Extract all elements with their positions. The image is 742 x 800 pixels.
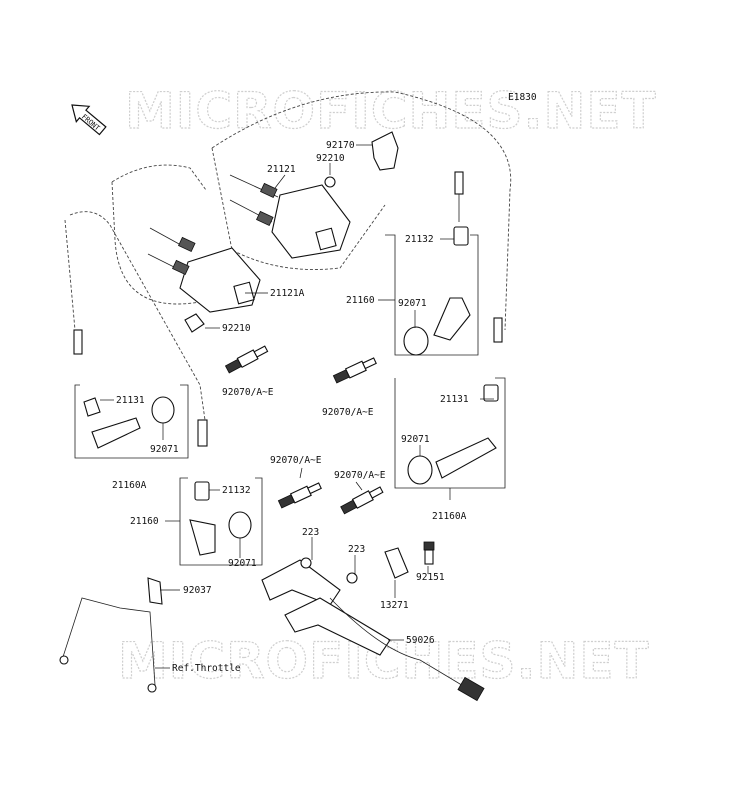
- spark-plug-mid-left: [224, 345, 269, 374]
- callout-13271: 13271: [380, 600, 409, 611]
- spark-plug-low-center: [277, 482, 322, 509]
- left-lead-terminal: [73, 329, 83, 355]
- callout-21160-right: 21160: [346, 295, 375, 306]
- callout-92070-low-center: 92070/A~E: [270, 455, 322, 466]
- right-lead-wire: [454, 171, 464, 222]
- box-21160-low: [179, 477, 263, 566]
- callout-ref-throttle: Ref.Throttle: [172, 663, 241, 674]
- callout-59026: 59026: [406, 635, 435, 646]
- callout-21160a-left: 21160A: [112, 480, 147, 491]
- callout-92071-right: 92071: [398, 298, 427, 309]
- callout-21160-low: 21160: [130, 516, 159, 527]
- callout-92070-mid-right: 92070/A~E: [322, 407, 374, 418]
- callout-92210-top: 92210: [316, 153, 345, 164]
- ignition-coil-21121: [229, 174, 351, 259]
- watermark-top: MICROFICHES.NET: [125, 82, 657, 140]
- spark-plug-low-right: [340, 486, 384, 515]
- callout-223-b: 223: [348, 544, 365, 555]
- ignition-coil-21121a: [147, 227, 261, 333]
- callout-labels: 92170 92210 21121 21121A 92210 21132 211…: [112, 140, 469, 674]
- callout-21121: 21121: [267, 164, 296, 175]
- plug-cap-parts-left: [83, 396, 175, 449]
- callout-21131-left: 21131: [116, 395, 145, 406]
- diagram-code: E1830: [508, 92, 537, 103]
- leader-lines: [100, 144, 494, 669]
- cable-bracket-92037: [59, 577, 163, 693]
- plug-cap-parts-right: [403, 226, 471, 356]
- callout-92210-mid: 92210: [222, 323, 251, 334]
- harness-outline-left: [111, 164, 211, 305]
- box-21160a-right: [394, 377, 506, 489]
- bolt-92151: [423, 541, 435, 565]
- harness-outline-upper: [211, 91, 512, 331]
- low-lead-terminal: [197, 419, 208, 447]
- plug-cap-parts-right-low: [407, 384, 499, 485]
- callout-92070-mid-left: 92070/A~E: [222, 387, 274, 398]
- callout-92151: 92151: [416, 572, 445, 583]
- callout-92037: 92037: [183, 585, 212, 596]
- clamp-92170: [371, 131, 399, 171]
- callout-92170: 92170: [326, 140, 355, 151]
- callout-92071-left: 92071: [150, 444, 179, 455]
- plug-cap-parts-low: [189, 481, 252, 556]
- callout-92070-low-right: 92070/A~E: [334, 470, 386, 481]
- spark-plug-mid-right: [332, 357, 377, 384]
- clip-13271: [384, 547, 409, 579]
- callout-21132-right: 21132: [405, 234, 434, 245]
- callout-21160a-right: 21160A: [432, 511, 467, 522]
- box-21160-right: [385, 234, 479, 356]
- callout-92071-right-low: 92071: [401, 434, 430, 445]
- callout-21121a: 21121A: [270, 288, 305, 299]
- right-lead-terminal: [493, 317, 503, 343]
- callout-21131-right: 21131: [440, 394, 469, 405]
- callout-21132-low: 21132: [222, 485, 251, 496]
- front-arrow-icon: FRONT: [71, 104, 107, 136]
- callout-223-a: 223: [302, 527, 319, 538]
- callout-92071-low: 92071: [228, 558, 257, 569]
- box-21160a-left: [74, 384, 189, 459]
- wiring-harness-59026: [261, 557, 485, 702]
